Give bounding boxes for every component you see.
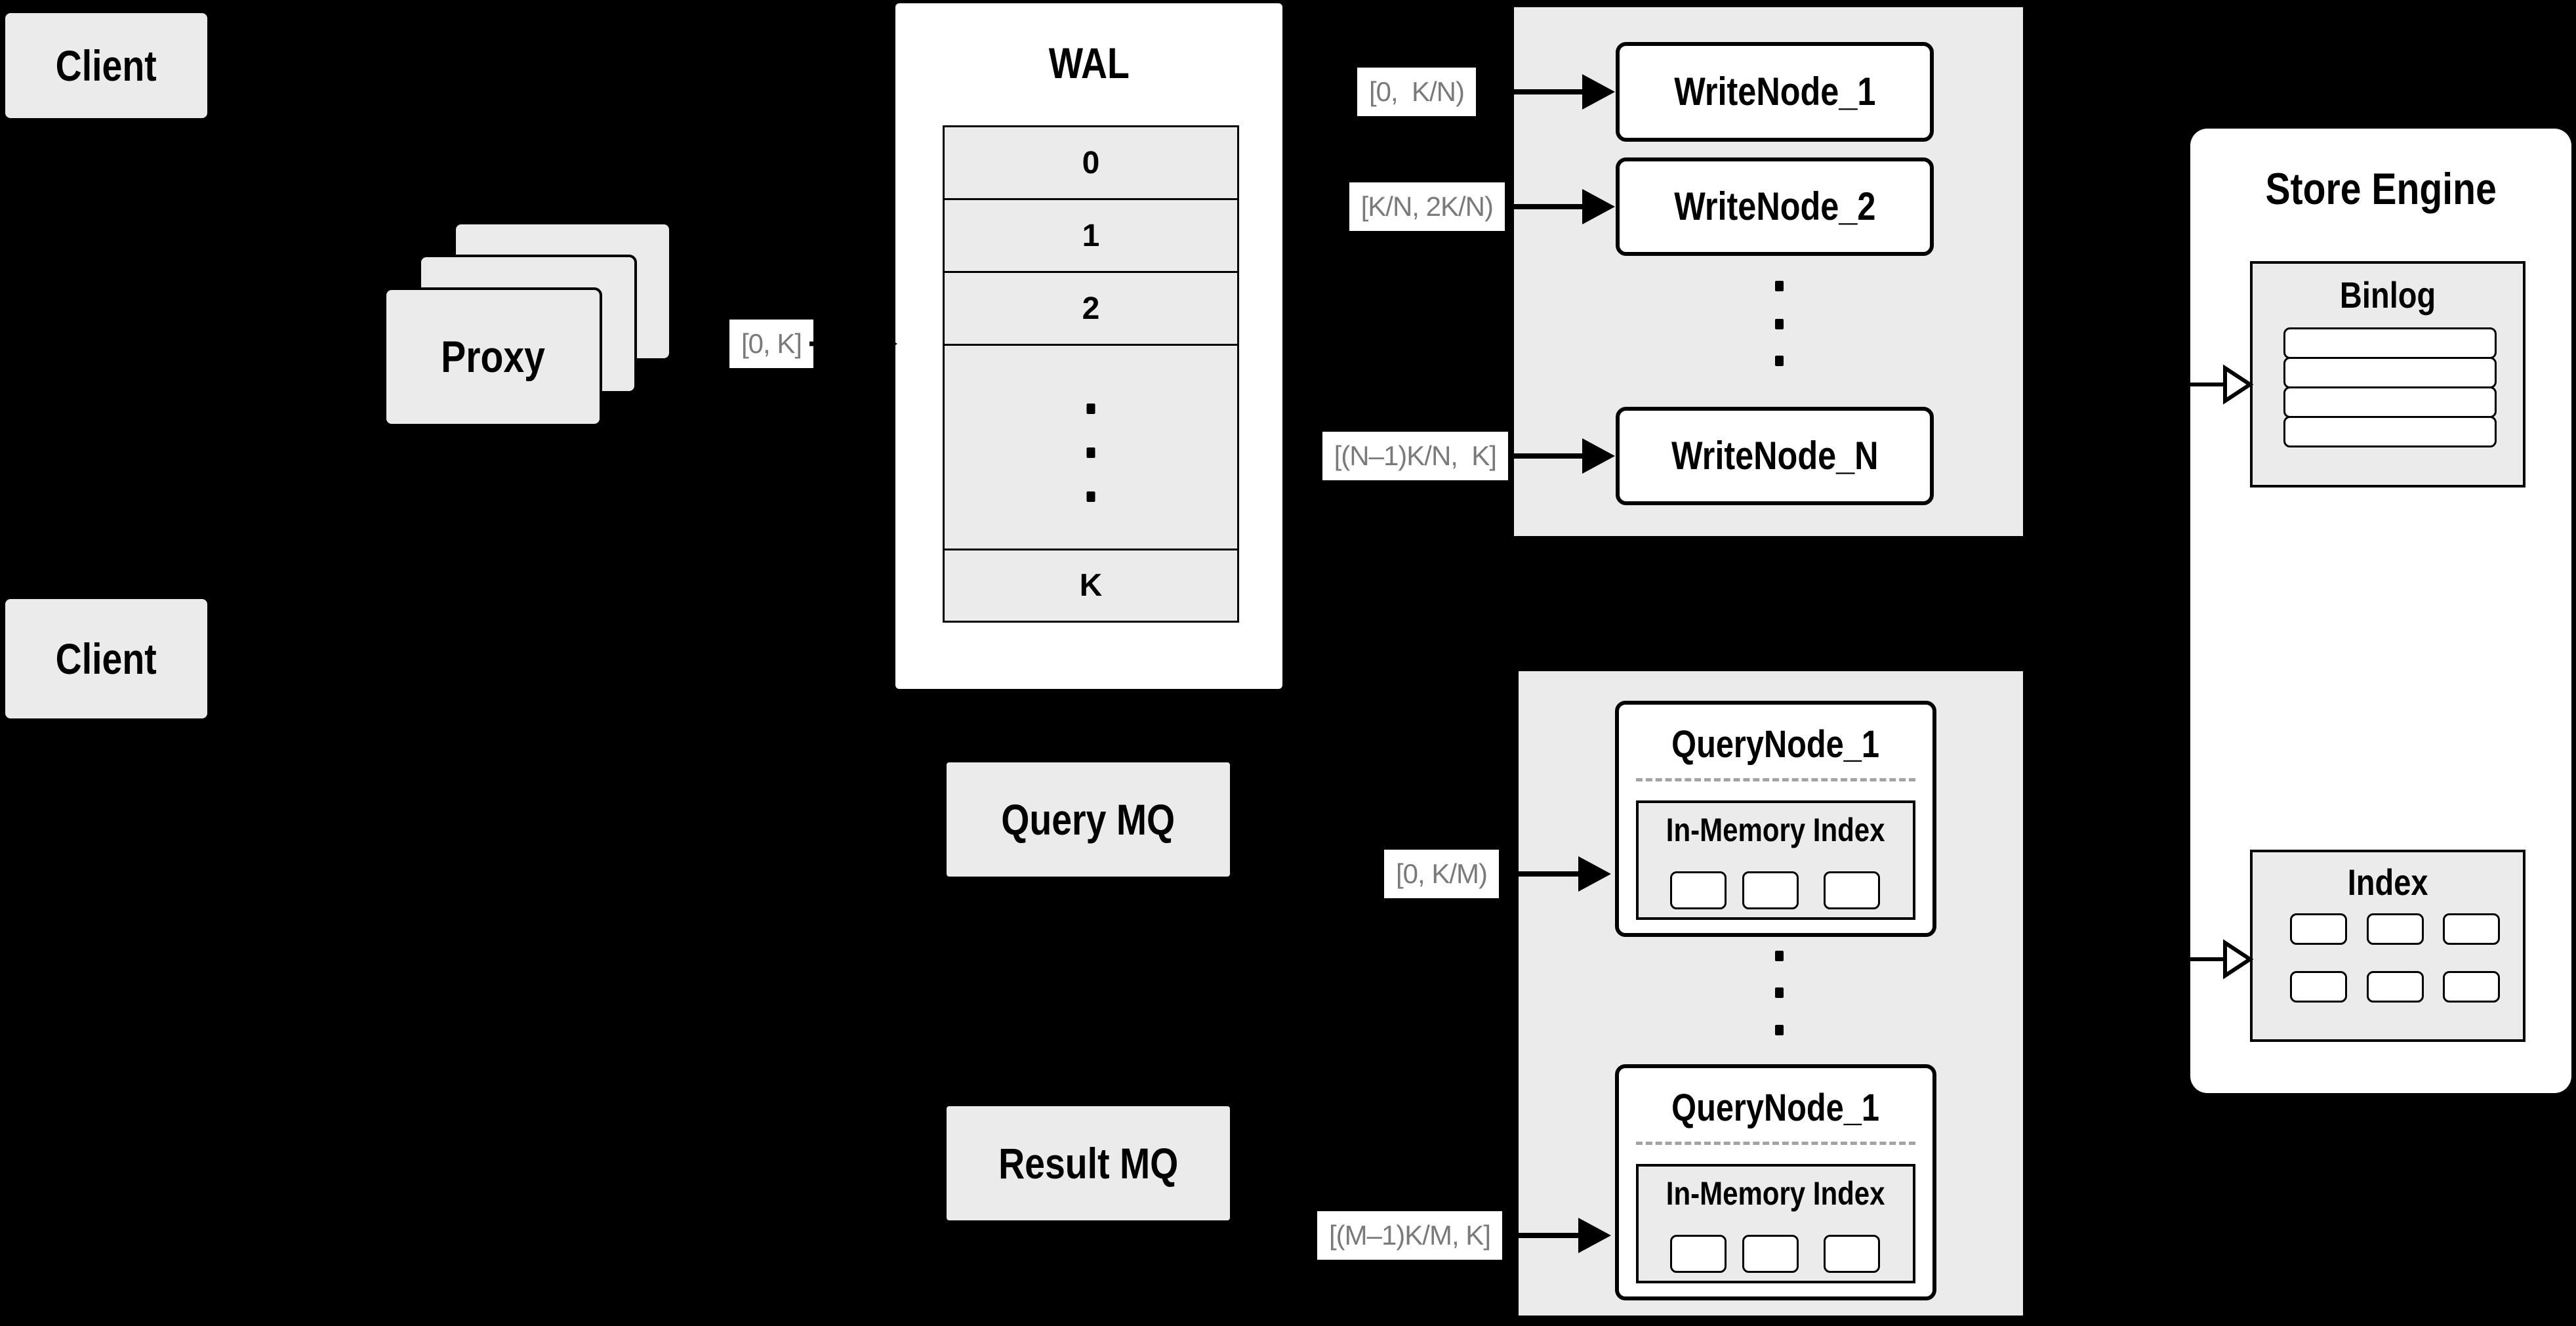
write-node-2: WriteNode_2: [1616, 157, 1934, 256]
arrow-proxy-to-wal: [809, 328, 897, 360]
range-label-proxy-wal: [0, K]: [729, 320, 814, 368]
binlog-rows: [2283, 327, 2497, 447]
proxy-card-front: Proxy: [384, 287, 602, 426]
memory-segment: [1742, 1235, 1799, 1273]
range-label-write-n: [(N–1)K/N, K]: [1322, 432, 1508, 480]
wal-title: WAL: [1048, 39, 1130, 87]
range-label-write-1: [0, K/N): [1357, 68, 1476, 116]
arrow-to-binlog: [2190, 364, 2254, 405]
query-node-top-title: QueryNode_1: [1671, 723, 1880, 766]
in-memory-index-top-title: In-Memory Index: [1666, 812, 1885, 848]
index-cell: [2290, 913, 2347, 945]
write-node-2-label: WriteNode_2: [1673, 184, 1876, 228]
client-bottom-box: Client: [5, 599, 207, 718]
ellipsis-dot-icon: [1086, 404, 1095, 414]
arrow-write-n: [1509, 438, 1615, 474]
proxy-stack: Proxy: [384, 222, 672, 428]
wal-row-k-label: K: [1079, 568, 1103, 603]
binlog-title: Binlog: [2339, 274, 2436, 316]
range-label-query-1: [0, K/M): [1383, 850, 1499, 898]
query-mq-label: Query MQ: [1001, 795, 1176, 844]
wal-row-k: K: [943, 549, 1239, 623]
memory-segment: [1742, 871, 1799, 909]
query-node-bottom-title: QueryNode_1: [1671, 1087, 1880, 1129]
write-node-n: WriteNode_N: [1616, 407, 1934, 505]
query-mq-box: Query MQ: [947, 762, 1230, 877]
client-top-label: Client: [55, 41, 157, 90]
result-mq-label: Result MQ: [998, 1139, 1179, 1188]
arrow-write-1: [1477, 74, 1615, 110]
arrow-write-2: [1506, 189, 1615, 224]
index-cell: [2367, 913, 2424, 945]
in-memory-index-top: In-Memory Index: [1636, 800, 1915, 920]
ellipsis-dot-icon: [1775, 951, 1784, 961]
wal-row-2-label: 2: [1082, 291, 1100, 326]
result-mq-box: Result MQ: [947, 1106, 1230, 1220]
in-memory-index-bottom-title: In-Memory Index: [1666, 1175, 1885, 1212]
wal-row-ellipsis: [943, 344, 1239, 550]
client-bottom-label: Client: [55, 634, 157, 683]
write-node-1: WriteNode_1: [1616, 42, 1934, 142]
range-label-write-2: [K/N, 2K/N): [1349, 182, 1505, 231]
ellipsis-dot-icon: [1775, 281, 1784, 291]
query-node-bottom-divider: [1636, 1142, 1915, 1145]
write-node-n-label: WriteNode_N: [1671, 434, 1879, 478]
query-node-top-divider: [1636, 778, 1915, 781]
index-cell: [2443, 913, 2500, 945]
in-memory-index-bottom: In-Memory Index: [1636, 1164, 1915, 1283]
arrow-query-m: [1505, 1218, 1611, 1253]
query-node-bottom: QueryNode_1 In-Memory Index: [1615, 1064, 1936, 1300]
arrow-query-1: [1502, 856, 1611, 892]
binlog-row: [2283, 416, 2497, 447]
ellipsis-dot-icon: [1775, 356, 1784, 366]
write-node-1-label: WriteNode_1: [1673, 70, 1876, 114]
ellipsis-dot-icon: [1775, 987, 1784, 998]
binlog-box: Binlog: [2250, 261, 2525, 487]
index-cell: [2443, 971, 2500, 1003]
memory-segment: [1670, 871, 1727, 909]
wal-row-0-label: 0: [1082, 145, 1100, 180]
query-node-top: QueryNode_1 In-Memory Index: [1615, 701, 1936, 937]
ellipsis-dot-icon: [1775, 1025, 1784, 1035]
ellipsis-dot-icon: [1775, 319, 1784, 329]
binlog-row: [2283, 386, 2497, 418]
memory-segment: [1824, 871, 1880, 909]
proxy-label: Proxy: [441, 332, 545, 382]
wal-table: 0 1 2 K: [943, 125, 1239, 623]
index-cell: [2367, 971, 2424, 1003]
index-title: Index: [2347, 861, 2428, 903]
wal-panel: WAL 0 1 2 K: [895, 3, 1282, 689]
binlog-row: [2283, 357, 2497, 388]
wal-row-1: 1: [943, 198, 1239, 273]
memory-segment: [1824, 1235, 1880, 1273]
memory-segment: [1670, 1235, 1727, 1273]
range-label-query-m: [(M–1)K/M, K]: [1317, 1211, 1502, 1260]
ellipsis-dot-icon: [1086, 491, 1095, 502]
index-cell: [2290, 971, 2347, 1003]
client-top-box: Client: [5, 13, 207, 118]
wal-row-1-label: 1: [1082, 218, 1100, 253]
index-box: Index: [2250, 850, 2525, 1042]
wal-row-2: 2: [943, 271, 1239, 346]
arrow-to-index: [2190, 939, 2254, 980]
ellipsis-dot-icon: [1086, 447, 1095, 458]
store-engine-panel: Store Engine Binlog Index: [2190, 129, 2571, 1093]
store-engine-title: Store Engine: [2265, 164, 2497, 214]
